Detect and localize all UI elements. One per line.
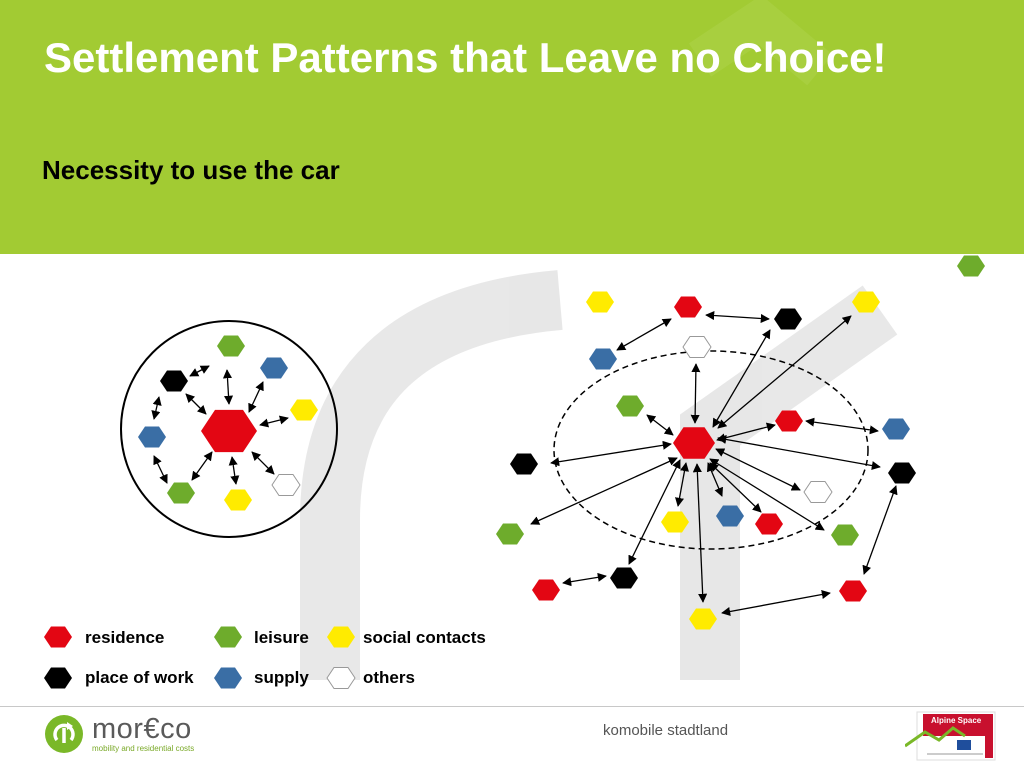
- dispersed-arrow: [646, 414, 674, 436]
- dispersed-work-hex: [774, 308, 802, 330]
- dispersed-arrow: [530, 457, 678, 525]
- dispersed-supply-hex-2: [882, 418, 910, 440]
- dispersed-arrow: [862, 485, 898, 575]
- dispersed-leisure-hex-3: [496, 523, 524, 545]
- legend-label-leisure: leisure: [254, 628, 309, 647]
- compact-arrow: [251, 451, 275, 475]
- moreco-logo-name: mor€co: [92, 713, 192, 745]
- dispersed-residence-hex: [673, 427, 715, 459]
- dispersed-residence-hex-3: [775, 410, 803, 432]
- footer-center-text: komobile stadtland: [603, 722, 729, 739]
- compact-arrow: [259, 415, 289, 428]
- legend-swatch-leisure: [214, 626, 242, 648]
- dispersed-arrow: [690, 363, 701, 424]
- compact-social-hex: [290, 399, 318, 421]
- dispersed-arrow: [721, 590, 831, 616]
- dispersed-others-hex: [682, 336, 712, 358]
- dispersed-social-hex-3: [661, 511, 689, 533]
- footer-divider: [0, 706, 1024, 707]
- dispersed-residence-hex-5: [532, 579, 560, 601]
- legend-swatch-supply: [214, 667, 242, 689]
- dispersed-social-hex-4: [689, 608, 717, 630]
- dispersed-work-hex-4: [610, 567, 638, 589]
- compact-residence-hex: [201, 409, 257, 453]
- moreco-logo-tagline: mobility and residential costs: [92, 744, 195, 753]
- header-watermark: [688, 0, 833, 86]
- dispersed-residence-hex-4: [755, 513, 783, 535]
- dispersed-arrow: [705, 310, 770, 324]
- dispersed-social-hex: [586, 291, 614, 313]
- dispersed-supply-hex: [589, 348, 617, 370]
- dispersed-arrow: [692, 463, 708, 603]
- legend-label-residence: residence: [85, 628, 165, 647]
- dispersed-arrow: [707, 462, 723, 497]
- compact-arrow: [185, 393, 207, 415]
- dispersed-leisure-hex-2: [616, 395, 644, 417]
- compact-arrow: [151, 396, 162, 420]
- compact-supply-hex-2: [138, 426, 166, 448]
- compact-arrow: [189, 365, 210, 377]
- dispersed-arrow: [550, 440, 672, 467]
- dispersed-work-hex-3: [888, 462, 916, 484]
- legend-label-social-contacts: social contacts: [363, 628, 486, 647]
- compact-arrow: [191, 451, 213, 481]
- hexagon-nodes: [44, 255, 985, 689]
- dispersed-others-hex-2: [803, 481, 833, 503]
- compact-boundary-circle: [120, 320, 338, 538]
- compact-leisure-hex-2: [167, 482, 195, 504]
- dispersed-arrow: [717, 315, 852, 429]
- dispersed-supply-hex-3: [716, 505, 744, 527]
- alpine-space-logo: Alpine Space: [904, 710, 997, 766]
- legend-label-others: others: [363, 668, 415, 687]
- legend-label-supply: supply: [254, 668, 309, 687]
- compact-arrow: [222, 369, 234, 405]
- slide-subtitle: Necessity to use the car: [42, 155, 340, 185]
- compact-arrow: [228, 456, 240, 485]
- dispersed-arrow: [628, 459, 681, 565]
- legend-swatch-residence: [44, 626, 72, 648]
- dispersed-leisure-hex: [957, 255, 985, 277]
- legend-swatch-social-contacts: [327, 626, 355, 648]
- compact-work-hex: [160, 370, 188, 392]
- compact-settlement: [120, 320, 338, 538]
- legend-swatch-others: [326, 667, 356, 689]
- dispersed-arrow: [805, 417, 879, 435]
- compact-social-hex-2: [224, 489, 252, 511]
- dispersed-residence-hex-6: [839, 580, 867, 602]
- dispersed-work-hex-2: [510, 453, 538, 475]
- dispersed-arrow: [717, 434, 881, 471]
- legend-label-place-of-work: place of work: [85, 668, 194, 687]
- alpine-space-logo-graphic: [904, 711, 996, 761]
- dispersed-arrow: [562, 572, 607, 587]
- compact-supply-hex: [260, 357, 288, 379]
- slide-title: Settlement Patterns that Leave no Choice…: [44, 34, 887, 81]
- dispersed-social-hex-2: [852, 291, 880, 313]
- moreco-logo-icon: [45, 715, 83, 753]
- dispersed-residence-hex-2: [674, 296, 702, 318]
- moreco-logo: mor€co mobility and residential costs: [44, 713, 204, 757]
- dispersed-arrow: [616, 318, 672, 351]
- legend-swatch-place-of-work: [44, 667, 72, 689]
- dispersed-leisure-hex-4: [831, 524, 859, 546]
- compact-others-hex: [271, 474, 301, 496]
- compact-arrow: [248, 381, 264, 413]
- slide-header: Settlement Patterns that Leave no Choice…: [0, 0, 1024, 254]
- alpine-space-logo-label: Alpine Space: [931, 716, 982, 725]
- compact-leisure-hex: [217, 335, 245, 357]
- dispersed-settlement: [530, 310, 898, 616]
- compact-arrow: [153, 455, 168, 484]
